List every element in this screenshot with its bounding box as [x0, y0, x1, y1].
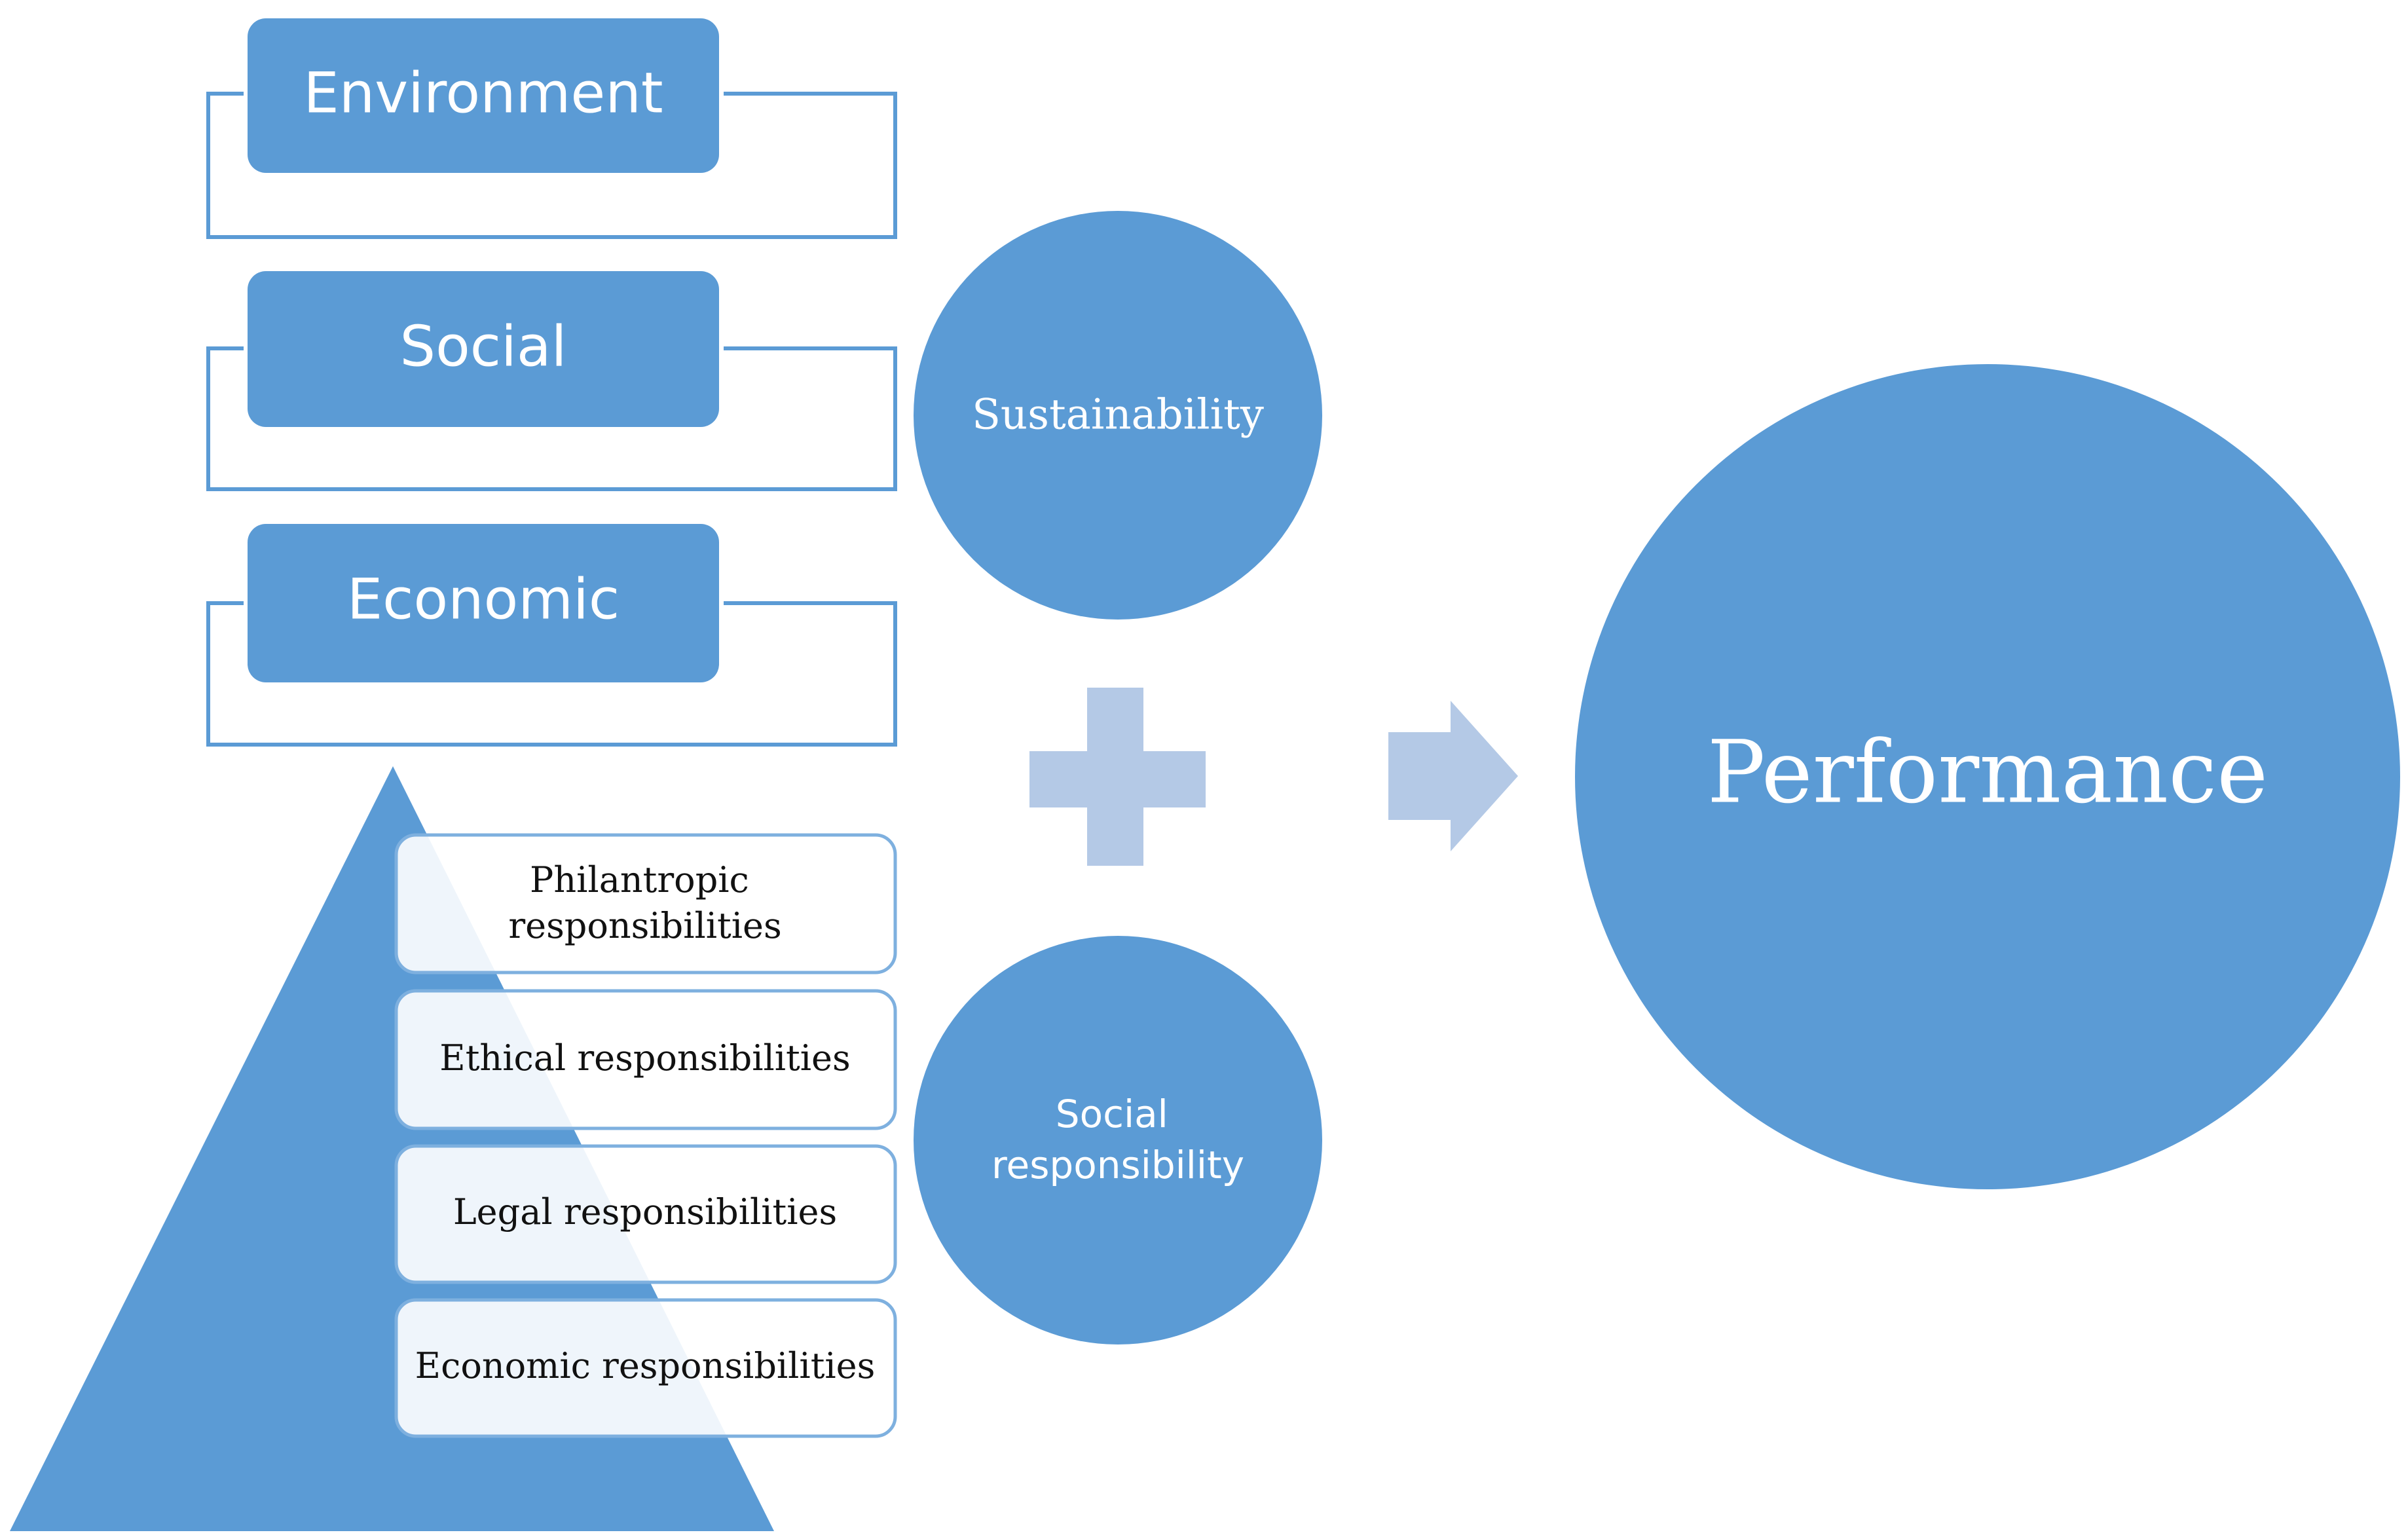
csr-pyramid: Philantropic responsibilities Ethical re…	[10, 766, 897, 1531]
pillar-bracket	[206, 92, 897, 239]
pyramid-level-philanthropic: Philantropic responsibilities	[394, 833, 897, 974]
pillar-label: Environment	[303, 60, 663, 126]
social-responsibility-circle	[914, 936, 1322, 1344]
pillar-box	[248, 271, 719, 427]
pillar-label: Social	[400, 314, 567, 379]
performance-circle	[1575, 364, 2400, 1189]
pyramid-level-label: Ethical responsibilities	[439, 1037, 850, 1079]
pillar-environment: Environment	[206, 18, 897, 239]
performance-node: Performance	[1575, 364, 2400, 1189]
arrow-right-icon	[1388, 701, 1518, 851]
pyramid-level-box	[394, 989, 897, 1130]
pillar-box	[248, 524, 719, 682]
social-responsibility-label: Social responsibility	[991, 1092, 1244, 1187]
pillar-bracket	[206, 346, 897, 491]
pillar-bracket	[206, 601, 897, 747]
pyramid-level-label: Economic responsibilities	[415, 1345, 876, 1386]
pyramid-level-label: Legal responsibilities	[453, 1191, 837, 1233]
plus-icon	[1029, 688, 1206, 866]
pillar-label: Economic	[347, 566, 620, 632]
pyramid-level-box	[394, 1298, 897, 1438]
pyramid-level-box	[394, 833, 897, 974]
pyramid-level-legal: Legal responsibilities	[394, 1144, 897, 1284]
performance-label: Performance	[1707, 722, 2268, 823]
social-responsibility-node: Social responsibility	[914, 936, 1322, 1344]
pyramid-level-ethical: Ethical responsibilities	[394, 989, 897, 1130]
sustainability-circle	[914, 211, 1322, 620]
pillar-box	[248, 18, 719, 173]
pillar-social: Social	[206, 271, 897, 491]
pillar-economic: Economic	[206, 524, 897, 747]
sustainability-node: Sustainability	[914, 211, 1322, 620]
pyramid-level-box	[394, 1144, 897, 1284]
pyramid-level-label: Philantropic responsibilities	[508, 859, 781, 946]
sustainability-label: Sustainability	[972, 391, 1264, 439]
pyramid-level-economic: Economic responsibilities	[394, 1298, 897, 1438]
